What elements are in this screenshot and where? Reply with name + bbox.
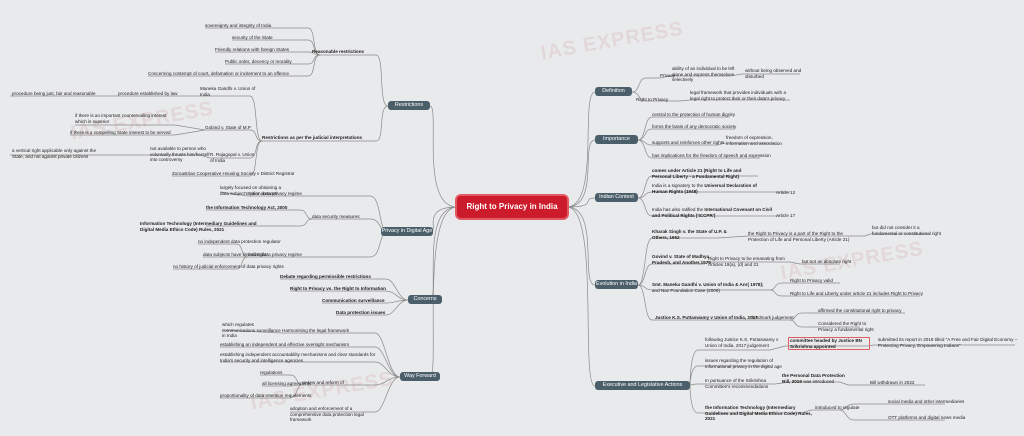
issues: issues regarding the regulation of infor… (705, 358, 782, 369)
following-judgement: following Justice K.S. Puttaswamy v Unio… (705, 337, 779, 348)
naz-case: and Naz Foundation Case (2009) (652, 287, 720, 293)
branch-restrictions[interactable]: Restrictions (388, 101, 430, 110)
maneka-case: Smt. Maneka Gandhi v. Union of India & A… (652, 282, 764, 287)
maneka-b: Right to Life and Liberty under article … (790, 291, 924, 296)
case-kharak: Kharak Singh v. the State of U.P. & Othe… (652, 229, 727, 240)
govind-child: Right to Privacy to be emanating from Ar… (708, 256, 785, 267)
regulate-item: OTT platforms and digital news media (888, 415, 966, 420)
branch-evolution[interactable]: Evolution in India (595, 280, 638, 289)
regime-item: data subjects have limited right (203, 252, 267, 257)
restriction-item: sovereignty and integrity of India (205, 23, 272, 28)
udhr-prefix: India is a signatory to the (652, 183, 705, 188)
concern-item: Right to Privacy vs. the Right to Inform… (290, 286, 386, 291)
importance-item: supports and reinforces other rights (652, 140, 725, 145)
case-puttaswamy: Justice K.S. Puttaswamy v Union of India… (655, 315, 758, 320)
judicial-restrictions: Restrictions as per the judicial interpr… (262, 135, 363, 140)
pdp-suffix: was introduced (801, 378, 835, 384)
committee-highlight (788, 337, 870, 350)
case-rajagopal-b: a vertical right applicable only against… (12, 148, 97, 159)
importance-item: central to the protection of human digni… (652, 112, 735, 117)
reasonable-restrictions: Reasonable restrictions (312, 49, 365, 54)
committee-report: submitted its report in 2018 titled "A F… (878, 337, 1018, 348)
data-regime-1: Indian data privacy regime (248, 191, 302, 196)
review: review and reform of (302, 380, 344, 385)
review-item: all licensing agreements (262, 381, 312, 386)
review-item: proportionality of data retention requir… (220, 393, 312, 398)
pdp-bill: the Personal Data Protection Bill, 2019 … (782, 373, 846, 384)
harmonise: Harmonising the legal framework (282, 328, 350, 333)
committee: committee headed by Justice BN Srikrishn… (790, 338, 862, 349)
branch-indian-context[interactable]: Indian Context (595, 193, 638, 202)
kharak-child: the Right to Privacy is a part of the Ri… (748, 231, 850, 242)
privacy-leaf: without being observed and disturbed (745, 68, 802, 79)
case-rajagopal: R. Rajagopal v. Union of India (210, 152, 255, 163)
way-item: establishing independent accountability … (220, 352, 376, 363)
iccpr: India has also ratified the Internationa… (652, 207, 772, 218)
concern-item: Debate regarding permissible restriction… (280, 274, 371, 279)
privacy-child: ability of an individual to be left alon… (672, 66, 735, 82)
concern-item: Communication surveillance (322, 298, 385, 303)
udhr-name: Universal Declaration of Human Rights (1… (652, 183, 757, 194)
right-to-privacy: Right to Privacy (636, 97, 669, 102)
importance-leaf: freedom of expression, information and a… (726, 135, 782, 146)
branch-concerns[interactable]: Concerns (408, 295, 442, 304)
case-maneka-child: procedure established by law (118, 91, 178, 96)
concern-item: Data protection issues (336, 310, 386, 315)
pursuance: In pursuance of the Srikrishna Committee… (705, 378, 769, 389)
pdp-name: the Personal Data Protection Bill, 2019 (782, 373, 845, 384)
landmark: landmark judgement (752, 315, 794, 320)
restriction-item: Concerning contempt of court, defamation… (148, 71, 289, 76)
udhr-article: Article 12 (776, 190, 796, 195)
it-rules-2021: the Information Technology (Intermediary… (705, 405, 812, 421)
way-item: establishing an independent and effectiv… (220, 342, 350, 347)
rtp-child: legal framework that provides individual… (690, 90, 787, 101)
regime-item: no history of judicial enforcement of da… (173, 264, 284, 269)
branch-digital-age[interactable]: Privacy in Digital Age (381, 227, 433, 236)
iccpr-prefix: India has also ratified the (652, 207, 705, 212)
article-21: comes under Article 21 (Right to Life an… (652, 168, 742, 179)
restriction-item: security of the State (232, 35, 273, 40)
branch-importance[interactable]: Importance (595, 135, 638, 144)
iccpr-name: International Covenant on Civil and Poli… (652, 207, 772, 218)
data-regime-2: Indian data privacy regime (248, 252, 302, 257)
data-security: data security measures (312, 214, 360, 219)
kharak-leaf: but did not consider it a fundamental or… (872, 225, 941, 236)
it-rules: Information Technology (Intermediary Gui… (140, 221, 257, 232)
it-act: the Information Technology Act, 2000 (206, 205, 288, 210)
regime-item: no independent data protection regulator (198, 239, 281, 244)
govind-leaf: but not an absolute right (802, 259, 852, 264)
introduced-to-regulate: introduced to regulate (815, 405, 860, 410)
privacy: Privacy (660, 73, 676, 78)
regulate-item: social media and other intermediaries (888, 399, 965, 404)
restriction-item: Friendly relations with foreign States (215, 47, 290, 52)
case-govind: Govind v. State of Madhya Pradesh, and A… (652, 254, 711, 265)
landmark-b: Considered the Right to Privacy a fundam… (818, 321, 874, 332)
case-maneka-naz: Smt. Maneka Gandhi v. Union of India & A… (652, 282, 772, 293)
branch-exec-legislative[interactable]: Executive and Legislative Actions (595, 381, 690, 390)
review-item: regulations (260, 370, 283, 375)
case-gobind-a: if there is an important countervailing … (75, 113, 167, 124)
restriction-item: Public order, decency or morality (225, 59, 292, 64)
case-zoroastrian: Zoroastrian Cooperative Housing Society … (172, 171, 295, 176)
importance-item: has implications for the freedom of spee… (652, 153, 771, 158)
maneka-a: Right to Privacy valid (790, 278, 833, 283)
case-gobind-b: if there is a compelling State interest … (70, 130, 171, 135)
data-regime-1-child: largely focused on obtaining a data subj… (220, 185, 282, 196)
case-gobind: Gobind v. State of M.P (205, 125, 251, 130)
case-maneka-leaf: procedure being just, fair and reasonabl… (12, 91, 96, 96)
udhr: India is a signatory to the Universal De… (652, 183, 762, 194)
importance-item: forms the basis of any democratic societ… (652, 124, 737, 129)
branch-definition[interactable]: Definition (595, 87, 632, 96)
case-rajagopal-a: not available to person who voluntarily … (150, 146, 210, 162)
landmark-a: affirmed the constitutional right to pri… (818, 308, 902, 313)
adoption: adoption and enforcement of a comprehens… (290, 406, 364, 422)
harmonise-child: which regulates communications surveilla… (222, 322, 281, 338)
iccpr-article: Article 17 (776, 213, 796, 218)
central-topic[interactable]: Right to Privacy in India (457, 196, 567, 218)
case-maneka: Maneka Gandhi v. Union of India (200, 86, 256, 97)
bill-withdrawn: Bill withdrawn in 2022 (870, 380, 915, 385)
branch-way-forward[interactable]: Way Forward (400, 372, 440, 381)
